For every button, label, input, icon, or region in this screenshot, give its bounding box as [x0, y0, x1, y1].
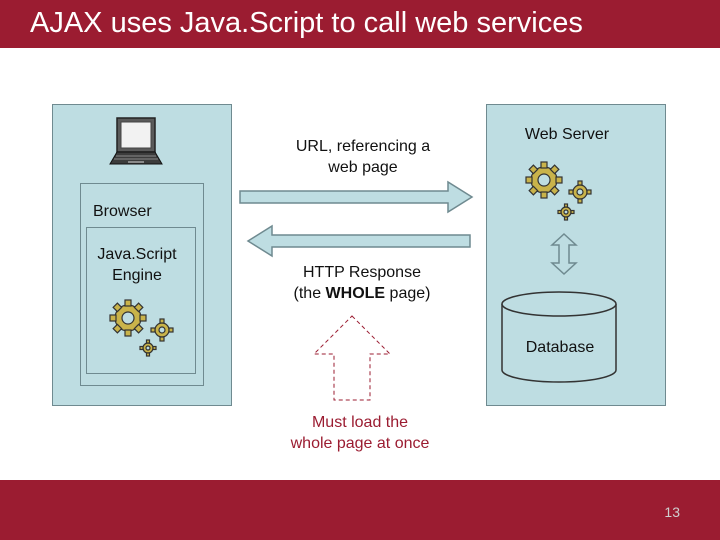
dashed-up-arrow-icon [312, 315, 392, 401]
database-label: Database [525, 339, 595, 356]
footer-bar: 13 [0, 480, 720, 540]
page-number: 13 [664, 504, 680, 520]
must-load-note: Must load the whole page at once [290, 414, 430, 452]
double-arrow-icon [550, 232, 578, 276]
slide-title: AJAX uses Java.Script to call web servic… [30, 7, 583, 39]
gear-icon [109, 299, 174, 357]
laptop-icon [109, 117, 163, 165]
database-icon [501, 291, 617, 383]
web-server-label: Web Server [524, 126, 610, 143]
request-arrow [239, 180, 474, 214]
gear-icon [525, 161, 592, 221]
response-label: HTTP Response (the WHOLE page) [293, 264, 431, 302]
javascript-engine-label: Java.Script Engine [97, 246, 177, 284]
response-arrow [246, 224, 471, 258]
request-label: URL, referencing a web page [295, 138, 431, 176]
browser-label: Browser [93, 203, 152, 220]
title-bar: AJAX uses Java.Script to call web servic… [0, 0, 720, 48]
